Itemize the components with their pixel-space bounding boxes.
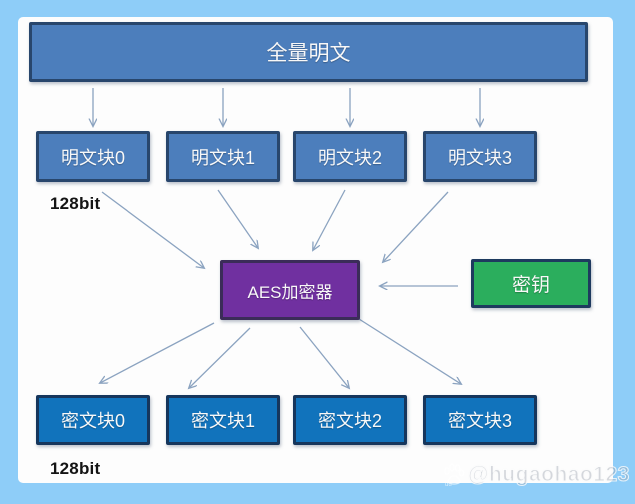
- plaintext-block-0: 明文块0: [36, 131, 150, 182]
- watermark: du @hugaohao123: [443, 462, 630, 487]
- ciphertext-block-0-label: 密文块0: [60, 411, 125, 431]
- plaintext-block-3-label: 明文块3: [447, 147, 512, 168]
- ciphertext-bits-label: 128bit: [50, 459, 101, 478]
- full-plaintext-label: 全量明文: [266, 42, 351, 65]
- plaintext-block-0-label: 明文块0: [60, 147, 125, 168]
- watermark-handle: @hugaohao123: [467, 462, 630, 486]
- aes-encryptor-label: AES加密器: [247, 282, 333, 302]
- ciphertext-block-2-label: 密文块2: [317, 411, 382, 431]
- plaintext-block-2-label: 明文块2: [317, 147, 382, 168]
- key-box: 密钥: [471, 259, 591, 308]
- plaintext-block-3: 明文块3: [423, 131, 537, 182]
- svg-text:du: du: [445, 482, 452, 487]
- plaintext-block-2: 明文块2: [293, 131, 407, 182]
- ciphertext-block-3: 密文块3: [423, 395, 537, 445]
- ciphertext-block-2: 密文块2: [293, 395, 407, 445]
- ciphertext-block-1-label: 密文块1: [190, 411, 255, 431]
- plaintext-block-1: 明文块1: [166, 131, 280, 182]
- ciphertext-block-1: 密文块1: [166, 395, 280, 445]
- full-plaintext-box: 全量明文: [29, 22, 588, 82]
- ciphertext-block-3-label: 密文块3: [447, 411, 512, 431]
- baidu-paw-icon: du: [444, 463, 465, 487]
- ciphertext-block-0: 密文块0: [36, 395, 150, 445]
- key-label: 密钥: [511, 275, 550, 296]
- plaintext-block-1-label: 明文块1: [190, 147, 255, 168]
- plaintext-bits-label: 128bit: [50, 194, 101, 213]
- aes-encryptor-box: AES加密器: [220, 260, 360, 320]
